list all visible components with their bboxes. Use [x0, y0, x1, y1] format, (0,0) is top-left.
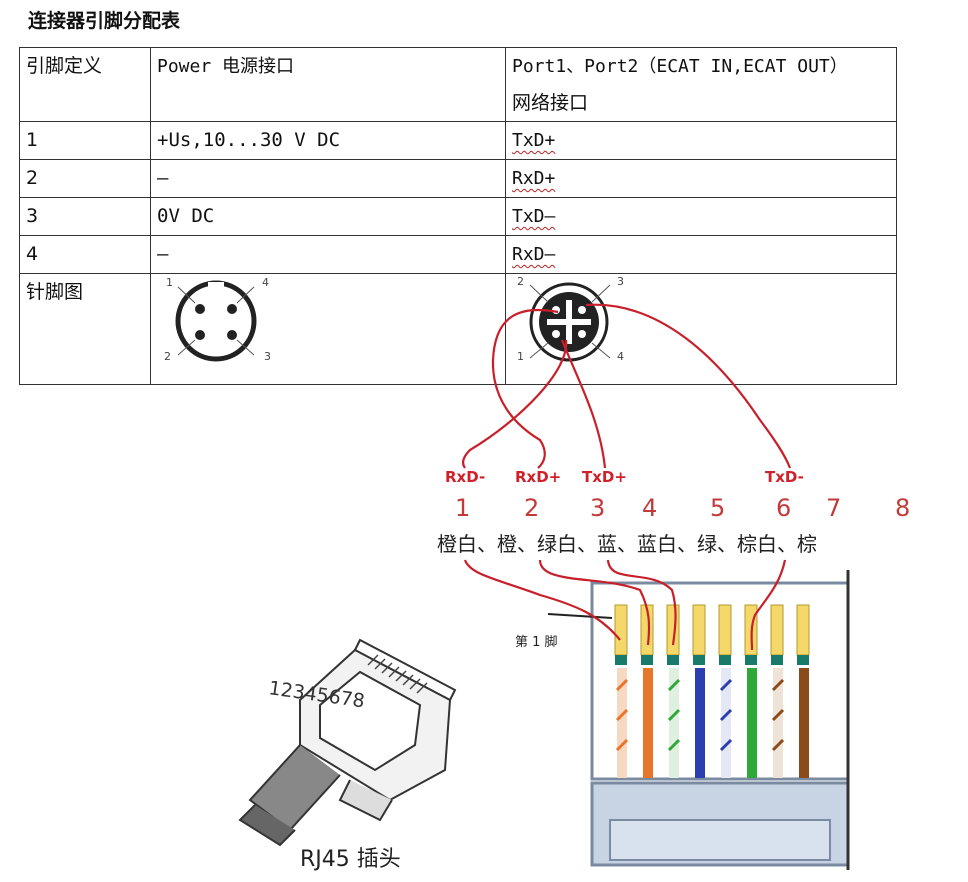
port-value: RxD–: [505, 235, 897, 274]
port-connector-icon: 2 3 1 4: [517, 275, 624, 363]
power-pin-label: 3: [264, 350, 271, 363]
power-connector-cell: [150, 273, 506, 385]
port-signal: TxD–: [512, 206, 556, 227]
rj45-pin-number: 4: [642, 494, 657, 522]
port-pin-label: 4: [617, 350, 624, 363]
port-pin-label: 1: [517, 350, 524, 363]
power-value: –: [150, 159, 506, 198]
table-row: 2 – RxD+: [19, 159, 897, 198]
power-pin-label: 2: [164, 350, 171, 363]
page-title: 连接器引脚分配表: [28, 10, 181, 32]
rj45-wiring-closeup: [547, 570, 850, 870]
header-port: Port1、Port2（ECAT IN,ECAT OUT） 网络接口: [505, 47, 897, 122]
plug-caption: RJ45 插头: [300, 847, 401, 872]
table-row: 4 – RxD–: [19, 235, 897, 274]
power-pin-label: 1: [166, 276, 173, 289]
rj45-pin-number: 8: [895, 494, 910, 522]
port-value: TxD–: [505, 197, 897, 236]
port-pin-label: 2: [517, 275, 524, 288]
pin-assignment-table: 引脚定义 Power 电源接口 Port1、Port2（ECAT IN,ECAT…: [19, 47, 897, 385]
power-pin-label: 4: [262, 276, 269, 289]
header-pin-definition: 引脚定义: [19, 47, 151, 122]
table-header-row: 引脚定义 Power 电源接口 Port1、Port2（ECAT IN,ECAT…: [19, 47, 897, 122]
pin-number: 1: [19, 121, 151, 160]
rj45-pin-number: 2: [524, 494, 539, 522]
pin-number: 2: [19, 159, 151, 198]
power-connector-icon: 1 4 2 3: [164, 276, 271, 363]
diagram-row-label: 针脚图: [19, 273, 151, 385]
header-power-text: Power 电源接口: [157, 56, 295, 77]
pin1-label: 第 1 脚: [515, 634, 558, 650]
rj45-pin-number: 7: [826, 494, 841, 522]
port-signal: TxD+: [512, 130, 556, 151]
rj45-pin-number: 5: [710, 494, 725, 522]
rj45-pin-number: 3: [590, 494, 605, 522]
power-value: –: [150, 235, 506, 274]
port-pin-label: 3: [617, 275, 624, 288]
signal-label-rxd-plus: RxD+: [515, 468, 561, 486]
port-value: TxD+: [505, 121, 897, 160]
table-row: 1 +Us,10...30 V DC TxD+: [19, 121, 897, 160]
table-row: 3 0V DC TxD–: [19, 197, 897, 236]
header-port-sub: 网络接口: [512, 92, 589, 114]
port-value: RxD+: [505, 159, 897, 198]
power-value: 0V DC: [150, 197, 506, 236]
signal-label-txd-plus: TxD+: [582, 468, 627, 486]
rj45-pin-number: 6: [776, 494, 791, 522]
power-value: +Us,10...30 V DC: [150, 121, 506, 160]
rj45-pin-number: 1: [455, 494, 470, 522]
rj45-plug-illustration: [238, 638, 457, 847]
red-wiring-lines: [462, 303, 792, 651]
header-power: Power 电源接口: [150, 47, 506, 122]
signal-label-txd-minus: TxD-: [765, 468, 804, 486]
port-signal: RxD+: [512, 168, 556, 189]
header-port-text: Port1、Port2（ECAT IN,ECAT OUT）: [512, 56, 848, 77]
color-code-list: 橙白、橙、绿白、蓝、蓝白、绿、棕白、棕: [437, 532, 817, 556]
port-signal: RxD–: [512, 244, 556, 265]
pin-number: 3: [19, 197, 151, 236]
signal-label-rxd-minus: RxD-: [445, 468, 485, 486]
